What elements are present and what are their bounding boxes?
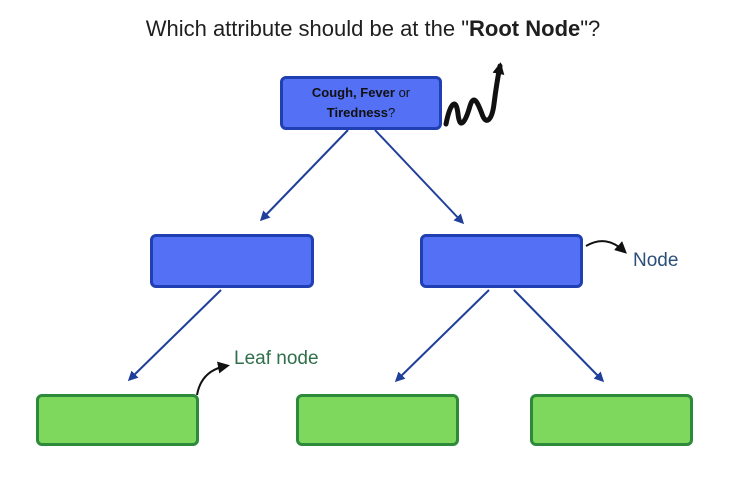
title-suffix: "? bbox=[580, 16, 601, 41]
leaf-annotation-label: Leaf node bbox=[234, 348, 319, 369]
root-node-text: Cough, Fever or Tiredness? bbox=[283, 79, 439, 127]
leaf-node-3 bbox=[530, 394, 693, 446]
title-prefix: Which attribute should be at the " bbox=[145, 16, 470, 41]
root-attr-tiredness: Tiredness bbox=[326, 105, 388, 120]
internal-node-right bbox=[420, 234, 583, 288]
root-pointer-squiggle bbox=[443, 62, 505, 127]
leaf-pointer-arrow bbox=[196, 361, 230, 396]
edge-left-to-leaf-1 bbox=[127, 289, 222, 382]
root-attr-fever: Fever bbox=[360, 85, 395, 100]
edge-right-to-leaf-2 bbox=[394, 289, 490, 383]
node-annotation-label: Node bbox=[633, 250, 679, 271]
title-emphasis: Root Node bbox=[469, 16, 581, 41]
edge-root-to-left bbox=[259, 129, 349, 222]
root-node: Cough, Fever or Tiredness? bbox=[280, 76, 442, 130]
edge-root-to-right bbox=[374, 129, 465, 225]
leaf-node-1 bbox=[36, 394, 199, 446]
root-question-mark: ? bbox=[387, 105, 396, 120]
internal-node-left bbox=[150, 234, 314, 288]
root-conjunction: or bbox=[398, 85, 411, 100]
edge-right-to-leaf-3 bbox=[513, 289, 605, 383]
root-attr-cough: Cough, bbox=[311, 85, 357, 100]
diagram-title: Which attribute should be at the "Root N… bbox=[0, 16, 746, 42]
leaf-node-2 bbox=[296, 394, 459, 446]
node-pointer-arrow bbox=[585, 240, 627, 254]
